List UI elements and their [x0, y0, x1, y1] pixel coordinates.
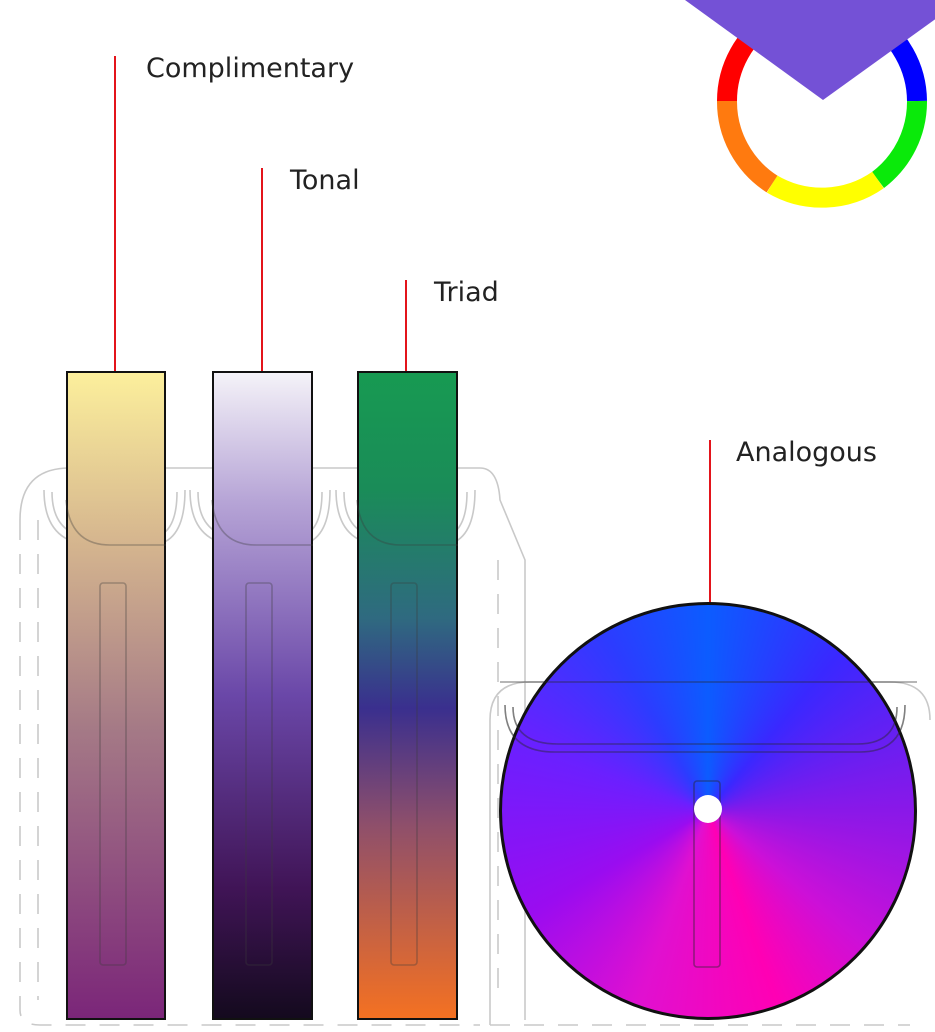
tonal-swatch: [212, 371, 313, 1020]
complimentary-label: Complimentary: [146, 53, 355, 84]
analogous-leader-line: [709, 440, 711, 605]
analogous-label: Analogous: [736, 437, 877, 468]
pointer-triangle-icon: [685, 0, 935, 100]
tonal-leader-line: [261, 168, 263, 372]
triad-label: Triad: [434, 277, 499, 308]
complimentary-leader-line: [114, 56, 116, 372]
analogous-center-dot: [694, 795, 722, 823]
tonal-label: Tonal: [290, 165, 360, 196]
triad-swatch: [357, 371, 458, 1020]
complimentary-swatch: [66, 371, 166, 1020]
triad-leader-line: [405, 280, 407, 372]
